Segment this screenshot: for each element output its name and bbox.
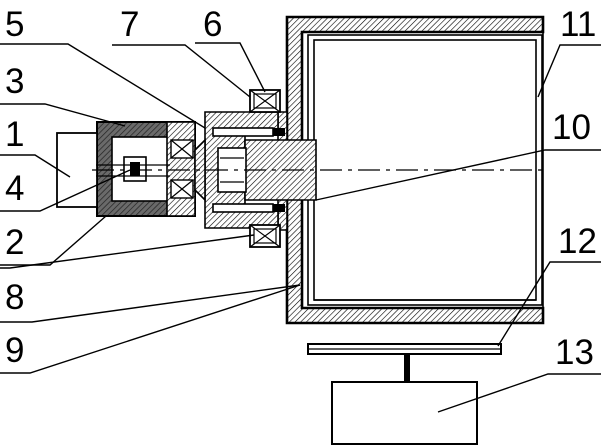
callout-4: 4 <box>5 169 24 208</box>
callout-13: 13 <box>555 333 594 372</box>
callout-9: 9 <box>5 331 24 370</box>
callout-3: 3 <box>5 62 24 101</box>
callout-6: 6 <box>203 5 222 44</box>
support-post <box>404 354 410 382</box>
callout-5: 5 <box>5 5 24 44</box>
callout-7: 7 <box>120 5 139 44</box>
gearbox-casing <box>97 122 195 216</box>
callout-1: 1 <box>5 115 24 154</box>
base-13 <box>332 382 477 444</box>
callout-11: 11 <box>560 5 596 44</box>
callout-10: 10 <box>552 108 591 147</box>
bearing-top <box>250 90 280 112</box>
callout-12: 12 <box>558 222 597 261</box>
bearing-bottom <box>250 225 280 247</box>
callout-2: 2 <box>5 223 24 262</box>
callout-8: 8 <box>5 278 24 317</box>
motor-block <box>57 133 97 207</box>
platform-12 <box>308 344 501 354</box>
